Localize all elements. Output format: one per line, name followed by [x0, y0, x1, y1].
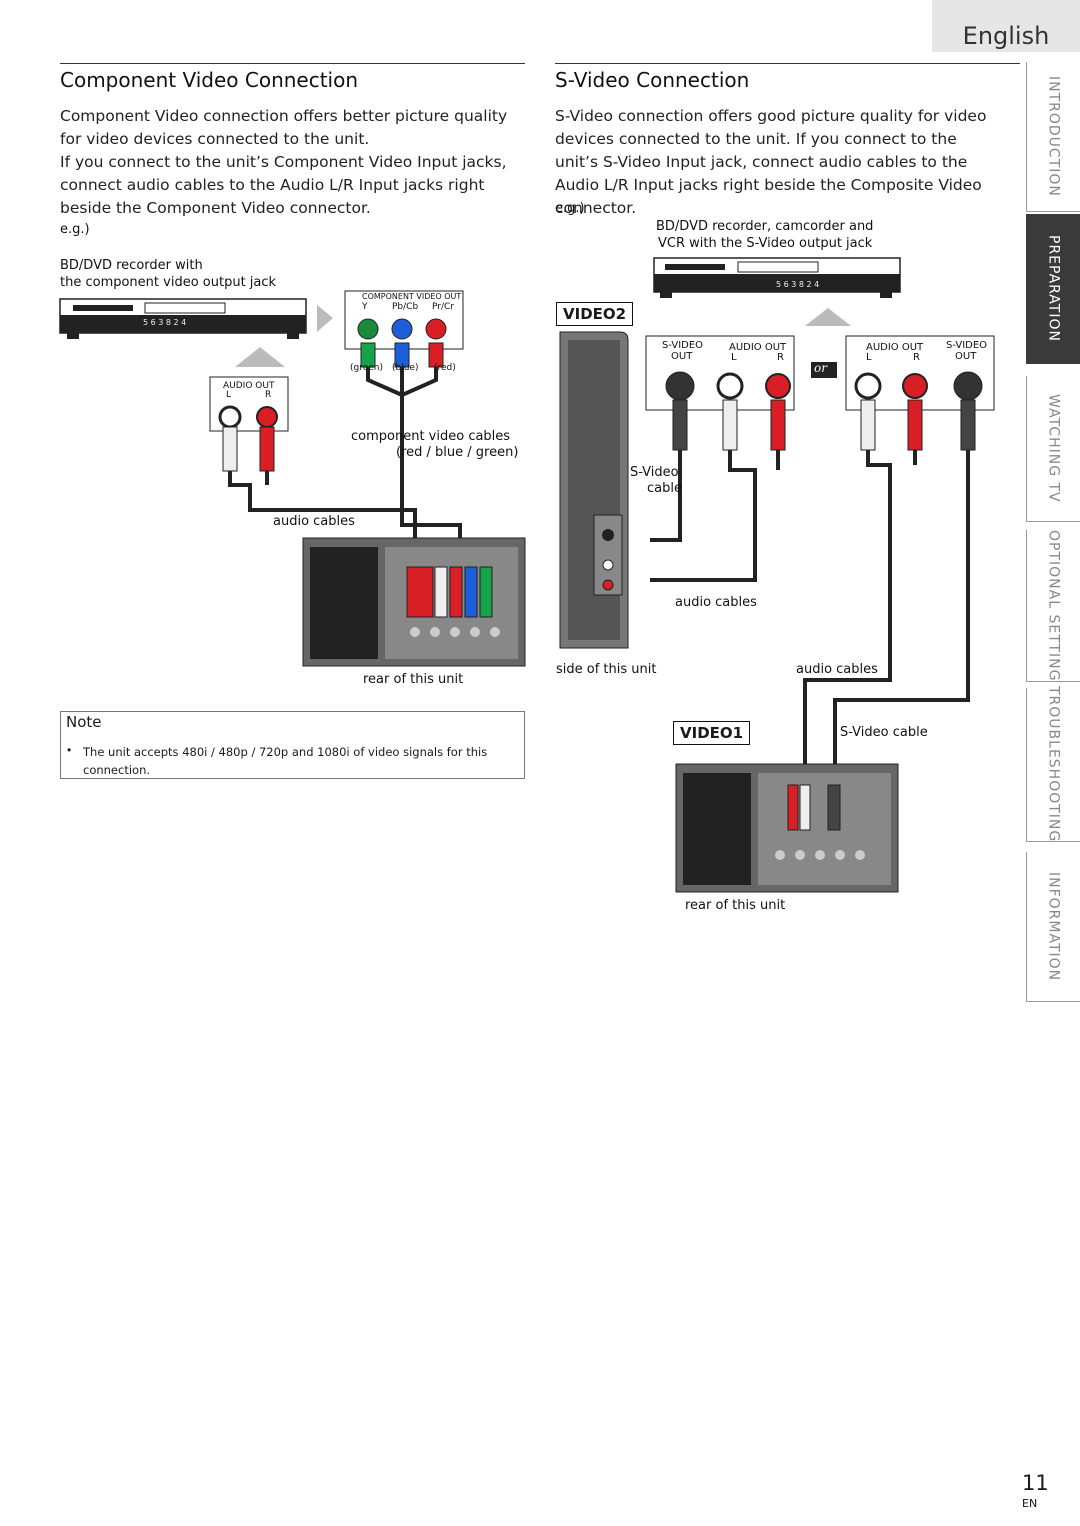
svideo-device-label-1: BD/DVD recorder, camcorder and: [656, 219, 874, 234]
svideo-cables: [650, 450, 970, 780]
device-label-line-1: BD/DVD recorder with: [60, 258, 203, 273]
svideo-paragraph: S-Video connection offers good picture q…: [555, 107, 987, 217]
audio-out-label: AUDIO OUT: [223, 381, 275, 391]
pb-label: Pb/Cb: [392, 302, 419, 312]
up-arrow-icon: [235, 347, 285, 367]
component-connection-diagram: [59, 290, 526, 667]
example-label: e.g.): [60, 222, 90, 237]
side-tab-label: PREPARATION: [1045, 235, 1062, 342]
side-tab-optional-setting[interactable]: OPTIONAL SETTING: [1026, 530, 1080, 682]
audio-cables-label-2: audio cables: [796, 662, 878, 677]
audio-cables-label: audio cables: [675, 595, 757, 610]
pr-label: Pr/Cr: [432, 302, 454, 312]
side-panel-unit-icon: [559, 331, 629, 649]
section-rule: [60, 63, 525, 64]
language-tab: English: [932, 0, 1080, 52]
or-label: or: [814, 361, 827, 375]
y-label: Y: [362, 302, 368, 312]
svideo-out-label-2: OUT: [671, 351, 693, 362]
video1-label: VIDEO1: [673, 721, 751, 745]
pointer-arrow-icon: [317, 305, 333, 332]
audio-out-panel: [209, 376, 417, 575]
audio-r-label-b: R: [913, 352, 920, 363]
side-tab-watching-tv[interactable]: WATCHING TV: [1026, 376, 1080, 522]
svideo-cable-label: S-Video cable: [840, 725, 928, 740]
svideo-cable-label-2: cable: [647, 481, 682, 496]
or-box: [811, 362, 837, 378]
green-label: (green): [350, 363, 384, 373]
audio-r-label: R: [265, 390, 272, 400]
section-rule: [555, 63, 1020, 64]
bullet-icon: •: [67, 743, 72, 757]
note-box: [60, 711, 525, 779]
component-cables-label-1: component video cables: [351, 429, 511, 444]
side-unit-label: side of this unit: [556, 662, 657, 677]
side-tab-label: INTRODUCTION: [1045, 76, 1062, 197]
example-label: e.g.): [555, 201, 585, 216]
component-paragraph-1: Component Video connection offers better…: [60, 107, 508, 148]
device-label-line-2: the component video output jack: [60, 275, 277, 290]
svideo-device-label-2: VCR with the S-Video output jack: [658, 236, 873, 251]
side-tab-label: OPTIONAL SETTING: [1045, 529, 1062, 682]
svideo-connection-diagram: [559, 257, 995, 893]
audio-l-label-b: L: [866, 352, 872, 363]
language-code: EN: [1022, 1497, 1038, 1510]
svideo-cable-label-1: S-Video: [630, 465, 679, 480]
component-cables-label-2: (red / blue / green): [396, 445, 519, 460]
side-tab-troubleshooting[interactable]: TROUBLESHOOTING: [1026, 686, 1080, 843]
recorder-display: 5 6 3 8 2 4: [143, 318, 187, 327]
svideo-out-label-b2: OUT: [955, 351, 977, 362]
red-label: (red): [434, 363, 456, 373]
audio-l-label: L: [731, 352, 737, 363]
side-tab-label: TROUBLESHOOTING: [1045, 686, 1062, 843]
component-cables: [360, 342, 462, 575]
up-arrow-icon: [805, 308, 851, 326]
recorder-display: 5 6 3 8 2 4: [776, 280, 820, 289]
component-out-label: COMPONENT VIDEO OUT: [362, 292, 462, 301]
svideo-section-title: S-Video Connection: [555, 68, 750, 92]
note-title: Note: [66, 713, 102, 731]
rear-unit-label: rear of this unit: [685, 898, 786, 913]
svideo-out-label-1: S-VIDEO: [662, 340, 704, 351]
audio-out-label-b: AUDIO OUT: [866, 342, 924, 353]
side-tab-preparation[interactable]: PREPARATION: [1026, 214, 1080, 364]
component-section-title: Component Video Connection: [60, 68, 359, 92]
note-text: The unit accepts 480i / 480p / 720p and …: [83, 745, 488, 777]
side-tab-information[interactable]: INFORMATION: [1026, 852, 1080, 1002]
svideo-out-panel-a: [645, 335, 795, 451]
audio-cables-label: audio cables: [273, 514, 355, 529]
side-tab-label: INFORMATION: [1045, 871, 1062, 982]
rear-unit-label: rear of this unit: [363, 672, 464, 687]
component-out-panel: [344, 290, 464, 350]
video2-label: VIDEO2: [556, 302, 634, 326]
side-tab-label: WATCHING TV: [1045, 394, 1062, 503]
rear-panel-unit-icon: [675, 763, 899, 893]
audio-l-label: L: [226, 390, 232, 400]
rear-panel-unit-icon: [302, 537, 526, 667]
svideo-out-panel-b: [845, 335, 995, 451]
audio-out-label: AUDIO OUT: [729, 342, 787, 353]
bd-dvd-recorder-icon: [59, 298, 307, 339]
bd-dvd-recorder-icon: [653, 257, 901, 298]
page-number: 11: [1022, 1471, 1049, 1495]
component-paragraph-2: If you connect to the unit’s Component V…: [60, 153, 507, 217]
side-tab-introduction[interactable]: INTRODUCTION: [1026, 62, 1080, 212]
blue-label: (blue): [392, 363, 419, 373]
audio-r-label: R: [777, 352, 784, 363]
svideo-out-label-b1: S-VIDEO: [946, 340, 988, 351]
